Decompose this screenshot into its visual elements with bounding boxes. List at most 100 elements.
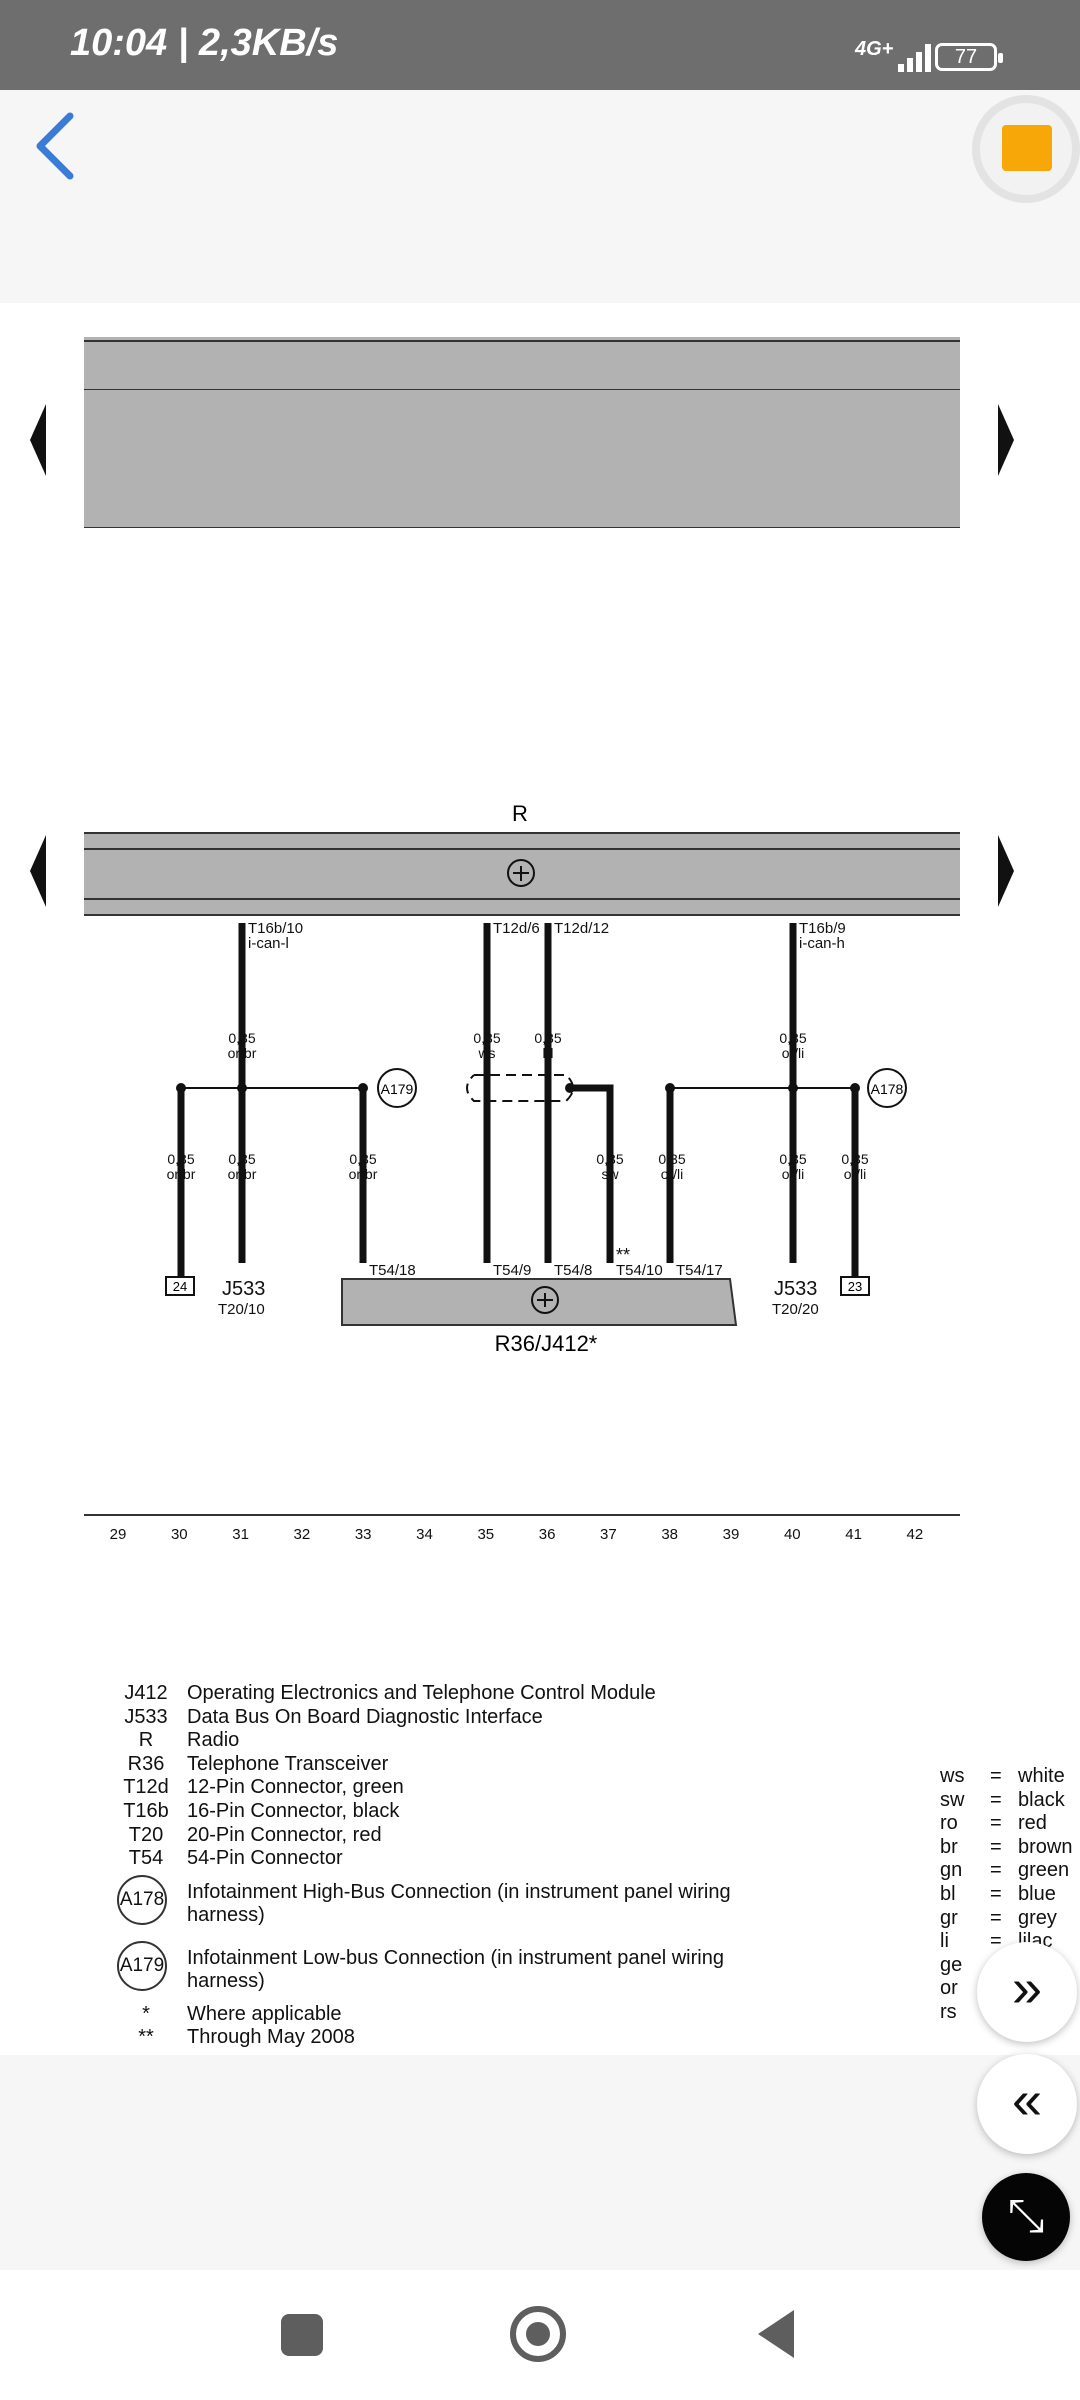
- color-code-row: ro=red: [940, 1812, 1080, 1836]
- color-equals: =: [990, 1859, 1002, 1882]
- file-button[interactable]: [980, 103, 1072, 195]
- splice-a179-label: A179: [381, 1081, 414, 1097]
- app-bar: [0, 90, 1080, 303]
- wire-size: 0,35: [228, 1151, 255, 1167]
- previous-page-arrow[interactable]: [30, 404, 46, 476]
- connector-t5410: T54/10: [616, 1262, 663, 1279]
- connector-t548: T54/8: [554, 1262, 592, 1279]
- wire-color: sw: [601, 1166, 619, 1182]
- j533-label-right: J533: [774, 1278, 817, 1300]
- wires: [177, 923, 859, 1281]
- color-code-row: sw=black: [940, 1789, 1080, 1813]
- ref-23: 23: [840, 1276, 870, 1296]
- legend-row-a179: A179 Infotainment Low-bus Connection (in…: [105, 1937, 785, 2003]
- column-number: 33: [355, 1526, 372, 1543]
- color-equals: =: [990, 1788, 1002, 1811]
- next-chapter-button[interactable]: »: [977, 1942, 1077, 2042]
- legend-desc: 16-Pin Connector, black: [187, 1799, 400, 1822]
- connector-t12d12: T12d/12: [554, 920, 609, 937]
- ref-23-label: 23: [848, 1279, 862, 1294]
- wire-color: or/br: [167, 1166, 196, 1182]
- connector-t16b9: T16b/9: [799, 920, 846, 937]
- legend-code: T54: [128, 1847, 164, 1870]
- wire-color: or/li: [844, 1166, 867, 1182]
- column-number: 42: [907, 1526, 924, 1543]
- wire-size: 0,35: [167, 1151, 194, 1167]
- legend-desc: harness): [187, 1969, 265, 1992]
- legend-code: T12d: [123, 1776, 169, 1799]
- previous-page-arrow[interactable]: [30, 835, 46, 907]
- column-number: 35: [477, 1526, 494, 1543]
- column-number: 39: [723, 1526, 740, 1543]
- color-name: grey: [1018, 1906, 1057, 1929]
- wire-size: 0,35: [596, 1151, 623, 1167]
- legend-code: A179: [117, 1940, 167, 1991]
- wire-size: 0,35: [349, 1151, 376, 1167]
- legend-code: R36: [127, 1752, 165, 1775]
- color-name: black: [1018, 1788, 1065, 1811]
- previous-chapter-button[interactable]: «: [977, 2054, 1077, 2154]
- color-abbr: ro: [940, 1812, 958, 1835]
- wire-size: 0,35: [658, 1151, 685, 1167]
- color-code-row: or: [940, 1977, 1080, 2001]
- color-abbr: or: [940, 1977, 958, 2000]
- connector-ican-l: i-can-l: [248, 935, 289, 952]
- splice-a178-label: A178: [871, 1081, 904, 1097]
- connector-t549: T54/9: [493, 1262, 531, 1279]
- legend-code: J533: [124, 1705, 168, 1728]
- color-abbr: rs: [940, 2000, 957, 2023]
- radio-component: [84, 832, 960, 916]
- next-page-arrow[interactable]: [998, 404, 1014, 476]
- connector-t16b10: T16b/10: [248, 920, 303, 937]
- color-abbr: br: [940, 1835, 958, 1858]
- connector-ican-h: i-can-h: [799, 935, 845, 952]
- legend-note-row: *Where applicable: [105, 2003, 785, 2027]
- color-code-row: gn=green: [940, 1859, 1080, 1883]
- upper-panel: [84, 337, 960, 528]
- legend-desc: Infotainment High-Bus Connection (in ins…: [187, 1880, 731, 1903]
- home-icon[interactable]: [510, 2306, 566, 2362]
- wire-color: or/br: [349, 1166, 378, 1182]
- battery-level: 77: [954, 46, 978, 68]
- legend-note-desc: Through May 2008: [187, 2026, 355, 2049]
- recent-apps-icon[interactable]: [281, 2314, 323, 2356]
- transceiver-component: [341, 1278, 738, 1326]
- column-number: 30: [171, 1526, 188, 1543]
- color-abbr: li: [940, 1930, 949, 1953]
- wire-size: 0,35: [779, 1151, 806, 1167]
- color-code-row: bl=blue: [940, 1883, 1080, 1907]
- back-arrow-icon[interactable]: [30, 108, 86, 184]
- column-number: 34: [416, 1526, 433, 1543]
- ref-24-label: 24: [173, 1279, 187, 1294]
- status-bar: 10:04 | 2,3KB/s 4G+ 77: [0, 0, 1080, 90]
- legend-note-code: **: [138, 2026, 154, 2049]
- wire-size: 0,35: [473, 1030, 500, 1046]
- color-name: blue: [1018, 1882, 1056, 1905]
- collapse-button[interactable]: ⤡: [982, 2173, 1070, 2261]
- color-equals: =: [990, 1835, 1002, 1858]
- color-abbr: gr: [940, 1906, 958, 1929]
- legend-desc: Infotainment Low-bus Connection (in inst…: [187, 1946, 724, 1969]
- back-icon[interactable]: [758, 2310, 794, 2358]
- color-abbr: ge: [940, 1953, 963, 1976]
- color-code-row: br = brown: [940, 1836, 1080, 1860]
- next-page-arrow[interactable]: [998, 835, 1014, 907]
- legend-row-a178: A178 Infotainment High-Bus Connection (i…: [105, 1871, 785, 1937]
- wire-color: or/li: [661, 1166, 684, 1182]
- color-name: brown: [1018, 1835, 1073, 1858]
- color-equals: =: [990, 1812, 1002, 1835]
- color-abbr: bl: [940, 1882, 956, 1905]
- color-name: green: [1018, 1859, 1070, 1882]
- color-abbr: ws: [940, 1765, 965, 1787]
- column-number: 41: [845, 1526, 862, 1543]
- wire-size: 0,35: [228, 1030, 255, 1046]
- connector-t5418: T54/18: [369, 1262, 416, 1279]
- connector-t2020: T20/20: [772, 1301, 819, 1318]
